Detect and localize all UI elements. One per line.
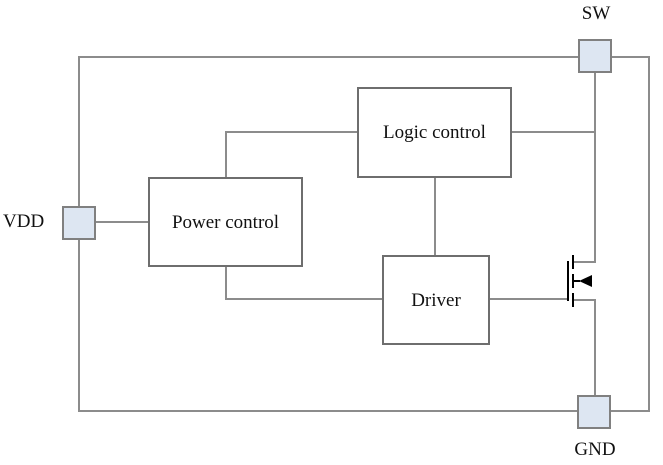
mosfet-body-arrow-icon	[579, 275, 592, 287]
nmos-transistor-icon	[567, 255, 596, 307]
wire-power-control-to-logic-control	[225, 131, 358, 133]
driver-block: Driver	[382, 255, 490, 345]
wire-vdd-to-power-control	[96, 221, 148, 223]
wire-logic-control-to-driver	[434, 177, 436, 256]
wire-driver-to-gate	[489, 298, 568, 300]
wire-power-control-top-riser	[225, 132, 227, 178]
sw-pad	[578, 39, 612, 73]
wire-power-control-to-driver	[225, 298, 383, 300]
logic-control-label: Logic control	[383, 122, 486, 143]
power-control-label: Power control	[171, 211, 280, 233]
logic-control-block: Logic control	[357, 87, 512, 178]
sw-pin-label: SW	[581, 3, 611, 24]
wire-power-control-bottom-drop	[225, 266, 227, 300]
gnd-pad	[577, 395, 611, 429]
wire-logic-control-to-sw-net	[511, 131, 596, 133]
wire-sw-to-drain	[594, 72, 596, 263]
driver-label: Driver	[411, 289, 461, 311]
vdd-pin-label: VDD	[3, 211, 45, 232]
gnd-pin-label: GND	[574, 439, 616, 460]
vdd-pad	[62, 206, 96, 240]
wire-source-to-gnd	[594, 300, 596, 396]
power-control-block: Power control	[148, 177, 303, 267]
